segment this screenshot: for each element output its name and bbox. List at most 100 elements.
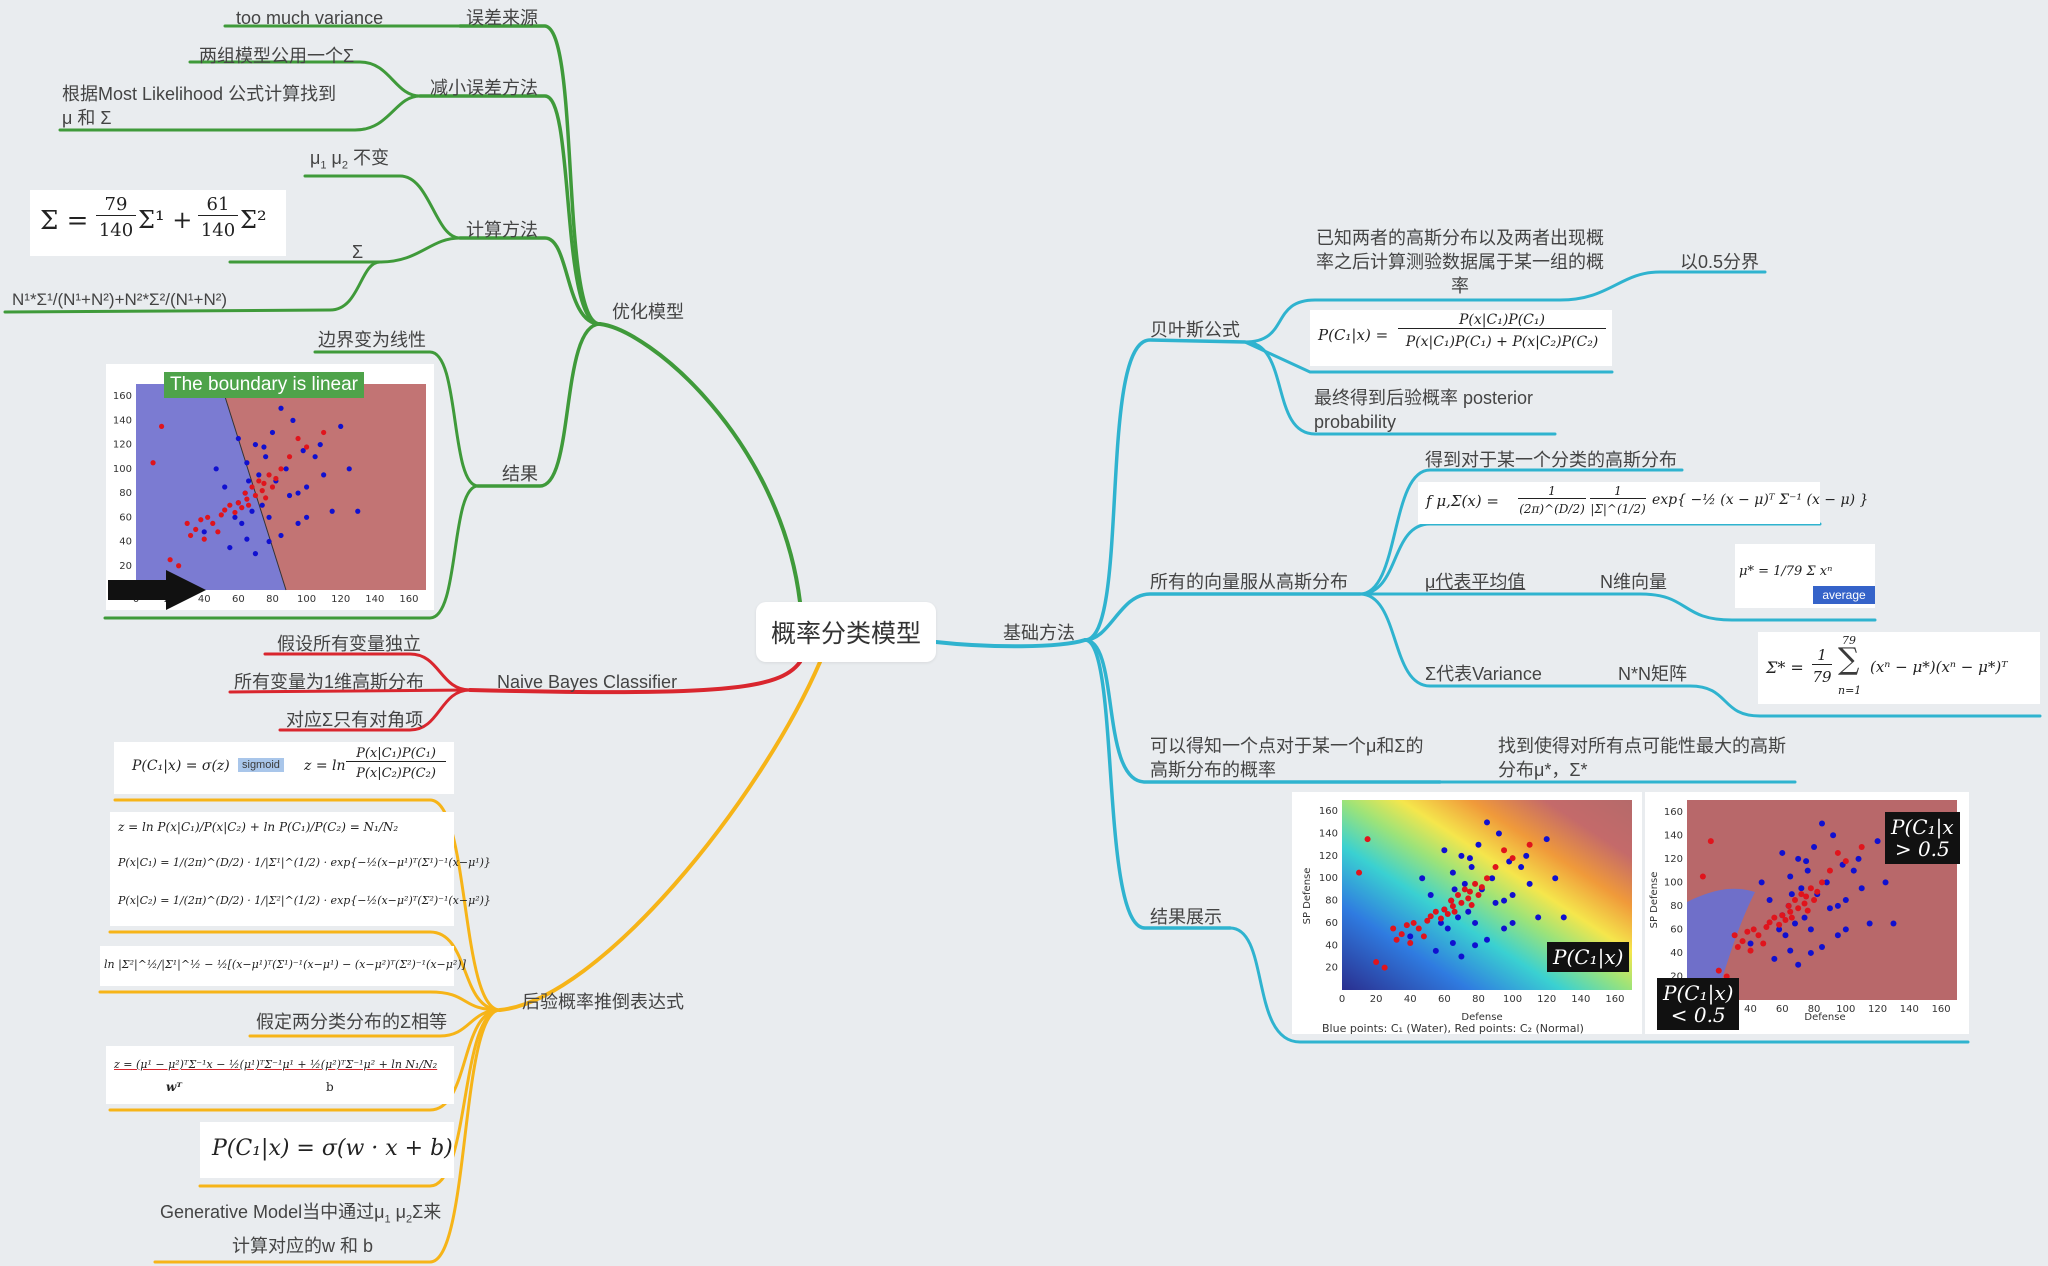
scatter-point-normal xyxy=(1707,838,1714,845)
mu-dimension[interactable]: N维向量 xyxy=(1600,572,1667,592)
gaussian-get-dist[interactable]: 得到对于某一个分类的高斯分布 xyxy=(1425,450,1677,470)
variance-source-label[interactable]: 误差来源 xyxy=(466,8,538,28)
too-much-variance[interactable]: too much variance xyxy=(236,8,384,28)
scatter-point-normal xyxy=(1468,902,1475,909)
decision-region-card: 2040608010012014016002040608010012014016… xyxy=(1645,792,1969,1034)
compute-label[interactable]: 计算方法 xyxy=(466,220,538,240)
general-sigma-formula[interactable]: N¹*Σ¹/(N¹+N²)+N²*Σ²/(N¹+N²) xyxy=(12,290,228,309)
y-tick-label: 20 xyxy=(119,561,132,572)
prob-label-1[interactable]: 可以得知一个点对于某一个μ和Σ的 xyxy=(1150,736,1424,756)
y-tick-label: 140 xyxy=(113,415,132,426)
basic-methods-label[interactable]: 基础方法 xyxy=(1003,623,1075,643)
posterior-label[interactable]: 后验概率推倒表达式 xyxy=(522,992,684,1012)
scatter-point-water xyxy=(355,508,361,514)
scatter-point-water xyxy=(1882,879,1889,886)
mle-text-2[interactable]: 分布μ*，Σ* xyxy=(1498,760,1588,780)
plot2-tag-less-l2: < 0.5 xyxy=(1670,1003,1726,1027)
gaussian-pdf-a-num: 1 xyxy=(1518,484,1586,499)
scatter-point-normal xyxy=(1699,873,1706,880)
mu1-symbol: μ xyxy=(310,148,321,168)
scatter-point-normal xyxy=(1356,869,1363,876)
sigma-w-n1: 79 xyxy=(96,194,136,216)
scatter-point-water xyxy=(1468,864,1475,871)
plot2-tag-less-l1: P(C₁|x) xyxy=(1663,981,1734,1005)
sigma-dimension[interactable]: N*N矩阵 xyxy=(1618,664,1688,684)
mle-line-2[interactable]: μ 和 Σ xyxy=(62,108,112,128)
shared-sigma[interactable]: 两组模型公用一个Σ xyxy=(199,46,355,66)
linear-boundary-plot: 2040608010012014016002040608010012014016… xyxy=(108,383,426,610)
scatter-point-water xyxy=(1465,908,1472,915)
bayes-formula-lhs: P(C₁|x) = xyxy=(1318,326,1389,344)
boundary-linear[interactable]: 边界变为线性 xyxy=(318,330,426,350)
plot2-xlabel: Defense xyxy=(1804,1012,1845,1023)
results-label[interactable]: 结果展示 xyxy=(1150,907,1222,927)
scatter-point-water xyxy=(1444,925,1451,932)
y-tick-label: 160 xyxy=(113,391,132,402)
scatter-point-normal xyxy=(235,500,241,506)
bayes-formula-label[interactable]: 贝叶斯公式 xyxy=(1150,320,1240,340)
scatter-point-normal xyxy=(1842,858,1849,865)
y-tick-label: 60 xyxy=(1670,924,1683,935)
z-lhs: z = ln xyxy=(304,758,346,774)
scatter-point-water xyxy=(1858,885,1865,892)
sigma-weighted-card: Σ = 79 140 Σ¹ + 61 140 Σ² xyxy=(30,190,286,256)
mle-line-1[interactable]: 根据Most Likelihood 公式计算找到 xyxy=(62,84,337,104)
bayes-formula-card: P(C₁|x) = P(x|C₁)P(C₁) P(x|C₁)P(C₁) + P(… xyxy=(1310,310,1612,366)
y-tick-label: 100 xyxy=(1664,877,1683,888)
scatter-point-normal xyxy=(1763,924,1770,931)
bayes-threshold[interactable]: 以0.5分界 xyxy=(1680,252,1760,272)
scatter-point-water xyxy=(1890,920,1897,927)
naive-item-2[interactable]: 所有变量为1维高斯分布 xyxy=(234,672,425,692)
x-tick-label: 80 xyxy=(1808,1004,1821,1015)
naive-item-3[interactable]: 对应Σ只有对角项 xyxy=(286,710,424,730)
scatter-point-normal xyxy=(1782,917,1789,923)
mle-text-1[interactable]: 找到使得对所有点可能性最大的高斯 xyxy=(1498,736,1786,756)
y-tick-label: 60 xyxy=(119,512,132,523)
naive-item-1[interactable]: 假设所有变量独立 xyxy=(277,634,421,654)
root-node[interactable]: 概率分类模型 xyxy=(756,602,936,662)
reduce-error-label[interactable]: 减小误差方法 xyxy=(430,78,538,98)
y-tick-label: 20 xyxy=(1325,963,1338,974)
plot-caption: Blue points: C₁ (Water), Red points: C₂ … xyxy=(1322,1022,1584,1034)
scatter-point-normal xyxy=(167,557,173,563)
result-label[interactable]: 结果 xyxy=(502,464,538,484)
optimize-label[interactable]: 优化模型 xyxy=(612,302,684,322)
equal-sigma-assumption[interactable]: 假定两分类分布的Σ相等 xyxy=(256,1012,448,1032)
scatter-point-normal xyxy=(218,512,224,518)
mu-label[interactable]: μ代表平均值 xyxy=(1425,572,1526,592)
scatter-point-normal xyxy=(1798,891,1805,898)
sigma-label[interactable]: Σ代表Variance xyxy=(1425,664,1542,684)
scatter-point-normal xyxy=(1461,886,1468,893)
scatter-point-normal xyxy=(176,563,182,569)
scatter-point-water xyxy=(1552,875,1559,882)
generative-line-2[interactable]: 计算对应的w 和 b xyxy=(232,1236,374,1256)
scatter-point-water xyxy=(1782,932,1789,939)
bayes-formula-denominator: P(x|C₁)P(C₁) + P(x|C₂)P(C₂) xyxy=(1405,334,1599,350)
scatter-point-normal xyxy=(245,502,252,508)
scatter-point-normal xyxy=(1458,899,1465,906)
naive-bayes-label[interactable]: Naive Bayes Classifier xyxy=(497,672,678,692)
prob-label-2[interactable]: 高斯分布的概率 xyxy=(1150,760,1276,780)
scatter-point-water xyxy=(222,484,228,490)
scatter-point-water xyxy=(1798,885,1805,892)
gaussian-label[interactable]: 所有的向量服从高斯分布 xyxy=(1150,572,1348,592)
bayes-known-text[interactable]: 已知两者的高斯分布以及两者出现概率之后计算测验数据属于某一组的概率 xyxy=(1316,228,1604,296)
bayes-posterior-text[interactable]: 最终得到后验概率 posterior probability xyxy=(1314,388,1534,432)
scatter-point-normal xyxy=(239,505,245,511)
sigma-compute-label[interactable]: Σ xyxy=(352,242,364,262)
y-tick-label: 120 xyxy=(113,440,132,451)
sigma-w-d2: 140 xyxy=(200,220,236,241)
y-tick-label: 80 xyxy=(1325,896,1338,907)
scatter-point-normal xyxy=(278,466,284,472)
x-tick-label: 80 xyxy=(1472,994,1485,1005)
root-to-optimize xyxy=(598,322,802,604)
scatter-point-normal xyxy=(232,509,238,516)
generative-line-1[interactable]: Generative Model当中通过μ1 μ2Σ来 xyxy=(160,1200,441,1232)
scatter-point-normal xyxy=(1811,897,1818,903)
scatter-point-water xyxy=(232,514,238,520)
scatter-point-water xyxy=(249,508,255,514)
mu-unchanged[interactable]: μ1 μ2 不变 xyxy=(310,146,389,178)
scatter-point-water xyxy=(295,520,301,526)
scatter-point-normal xyxy=(249,484,255,490)
